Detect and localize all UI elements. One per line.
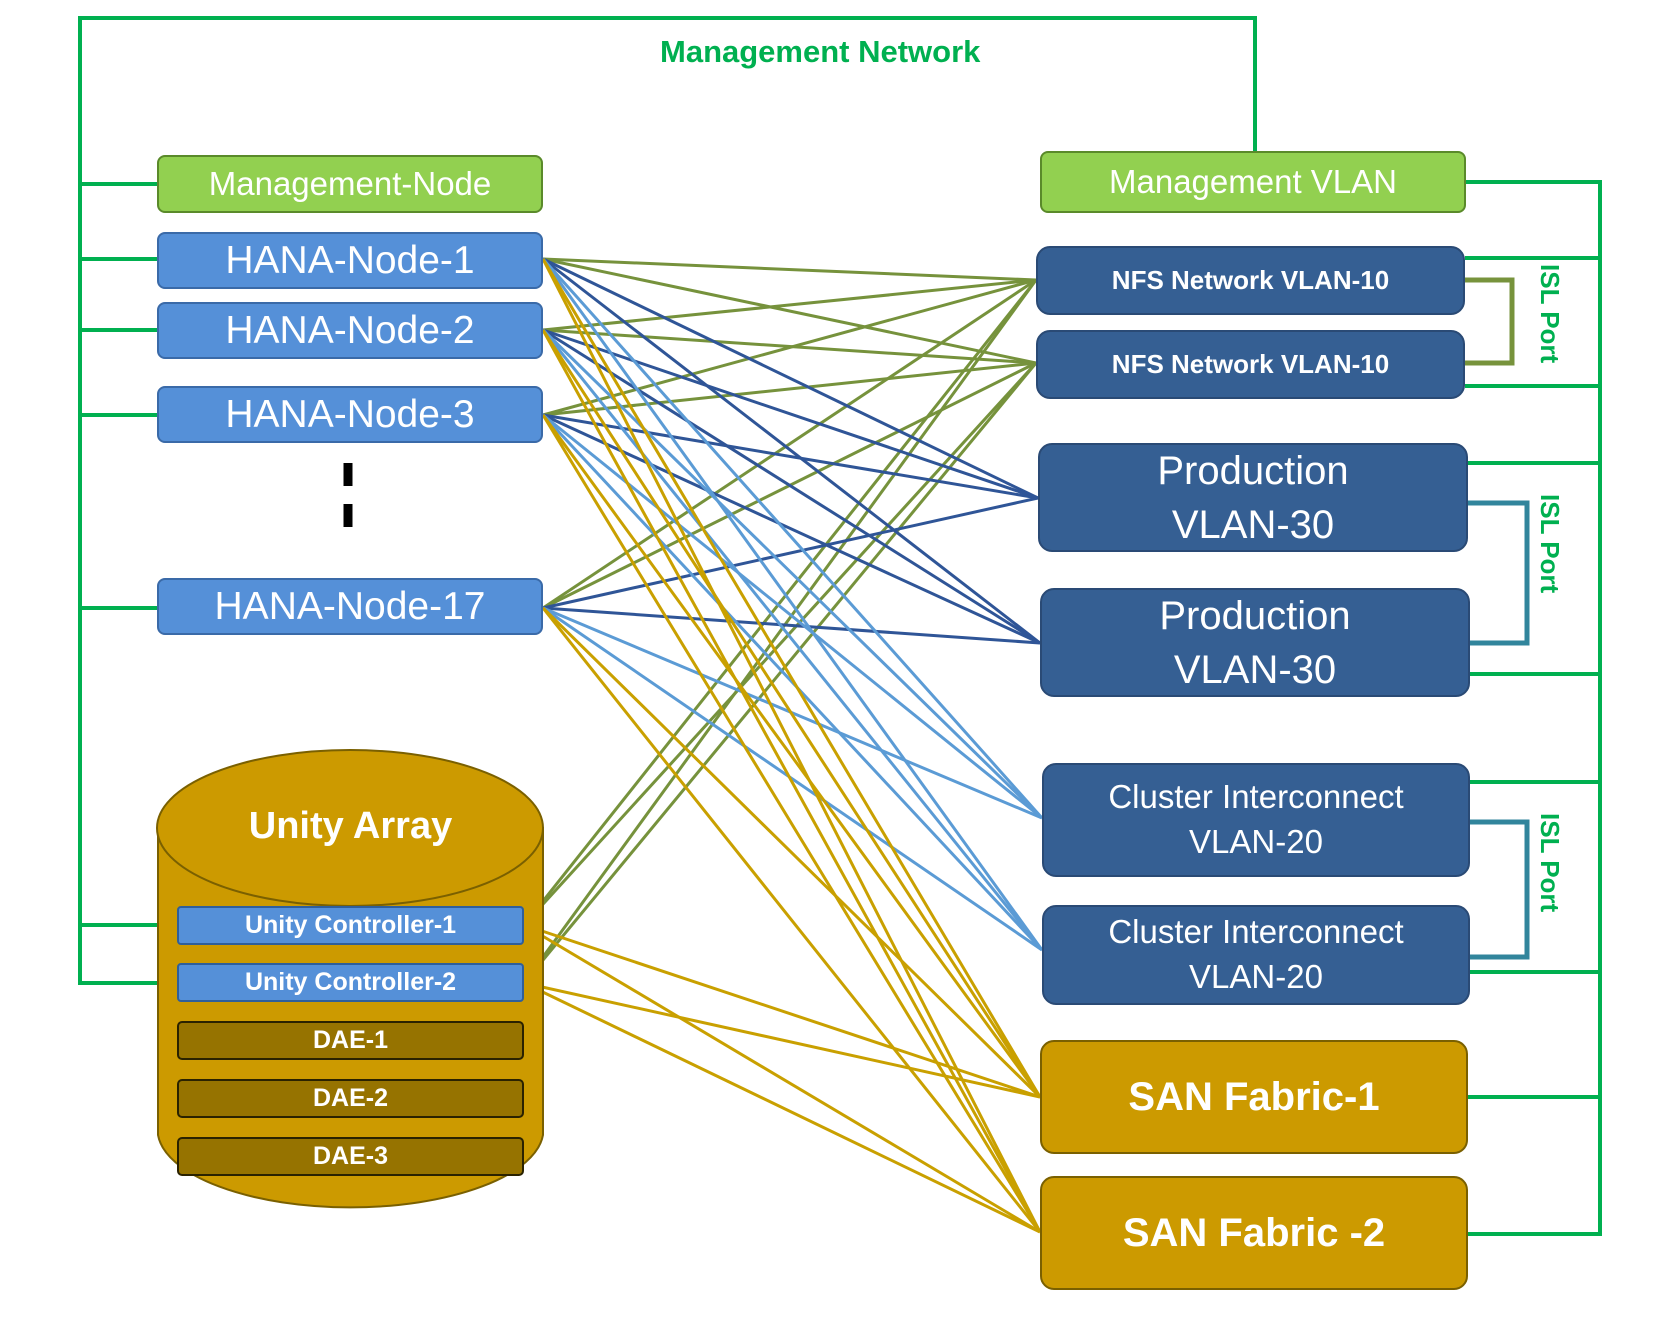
cluster-link-n2-clu1 bbox=[541, 328, 1044, 820]
cluster-vlan-1-line2: VLAN-20 bbox=[1189, 823, 1323, 860]
production-vlan-2[interactable]: Production VLAN-30 bbox=[1040, 588, 1470, 697]
management-node[interactable]: Management-Node bbox=[157, 155, 543, 213]
cluster-link-n2-clu2 bbox=[541, 329, 1044, 951]
production-link-n3-prod1 bbox=[542, 413, 1039, 500]
isl-port-label-cluster: ISL Port bbox=[1535, 813, 1565, 913]
management-trunk-left bbox=[78, 16, 1257, 985]
hana-node-17[interactable]: HANA-Node-17 bbox=[157, 578, 543, 635]
isl-cluster bbox=[1470, 819, 1530, 960]
san-link-n1-san2 bbox=[541, 258, 1042, 1233]
production-vlan-1-line1: Production bbox=[1157, 448, 1349, 493]
nfs-link-n2-nfs1 bbox=[542, 278, 1037, 332]
unity-controller-1[interactable]: Unity Controller-1 bbox=[177, 906, 524, 945]
production-vlan-2-line2: VLAN-30 bbox=[1173, 647, 1337, 692]
nfs-vlan-1[interactable]: NFS Network VLAN-10 bbox=[1036, 246, 1465, 315]
cluster-vlan-1[interactable]: Cluster Interconnect VLAN-20 bbox=[1042, 763, 1470, 877]
san-link-n1-san1 bbox=[541, 258, 1042, 1098]
production-vlan-1[interactable]: Production VLAN-30 bbox=[1038, 443, 1468, 552]
san-link-c1-san2 bbox=[523, 923, 1041, 1234]
isl-production bbox=[1468, 500, 1530, 646]
nfs-link-n17-nfs1 bbox=[542, 278, 1037, 610]
nfs-link-n3-nfs2 bbox=[542, 361, 1037, 417]
production-link-n17-prod1 bbox=[542, 496, 1039, 610]
dae-3[interactable]: DAE-3 bbox=[177, 1137, 524, 1176]
san-link-n2-san2 bbox=[541, 329, 1042, 1233]
san-link-c2-san2 bbox=[523, 981, 1041, 1234]
isl-port-label-nfs: ISL Port bbox=[1535, 264, 1565, 364]
hana-node-3[interactable]: HANA-Node-3 bbox=[157, 386, 543, 443]
production-link-n3-prod2 bbox=[542, 413, 1041, 645]
dae-1[interactable]: DAE-1 bbox=[177, 1021, 524, 1060]
nfs-link-c1-nfs1 bbox=[522, 279, 1038, 926]
cluster-vlan-2[interactable]: Cluster Interconnect VLAN-20 bbox=[1042, 905, 1470, 1005]
production-vlan-2-line1: Production bbox=[1159, 593, 1351, 638]
management-network-lines bbox=[78, 16, 1602, 1236]
fabric-links bbox=[522, 257, 1044, 1234]
isl-connectors bbox=[1465, 277, 1530, 960]
hana-node-1[interactable]: HANA-Node-1 bbox=[157, 232, 543, 289]
production-link-n17-prod2 bbox=[542, 606, 1041, 645]
unity-array-title: Unity Array bbox=[248, 805, 453, 847]
production-vlan-1-line2: VLAN-30 bbox=[1171, 502, 1335, 547]
cluster-link-n17-clu2 bbox=[542, 606, 1043, 952]
production-link-n2-prod1 bbox=[542, 328, 1039, 500]
nfs-link-n1-nfs1 bbox=[542, 257, 1037, 282]
san-link-n17-san2 bbox=[541, 607, 1042, 1233]
san-link-c2-san1 bbox=[523, 981, 1041, 1099]
cluster-link-n1-clu2 bbox=[541, 258, 1044, 951]
san-link-n3-san1 bbox=[541, 414, 1042, 1098]
production-link-n1-prod1 bbox=[542, 257, 1039, 500]
management-vlan[interactable]: Management VLAN bbox=[1040, 151, 1466, 213]
production-link-n1-prod2 bbox=[542, 257, 1041, 645]
cluster-vlan-1-line1: Cluster Interconnect bbox=[1108, 778, 1404, 816]
san-fabric-1[interactable]: SAN Fabric-1 bbox=[1040, 1040, 1468, 1154]
management-trunk-right bbox=[1466, 180, 1602, 1236]
san-link-n2-san1 bbox=[541, 329, 1042, 1098]
isl-nfs bbox=[1465, 277, 1515, 366]
nfs-link-n3-nfs1 bbox=[542, 278, 1037, 417]
isl-port-label-production: ISL Port bbox=[1535, 494, 1565, 594]
production-link-n2-prod2 bbox=[542, 328, 1041, 645]
nfs-vlan-2[interactable]: NFS Network VLAN-10 bbox=[1036, 330, 1465, 399]
nfs-link-c2-nfs2 bbox=[522, 362, 1038, 984]
san-link-c1-san1 bbox=[523, 923, 1041, 1099]
san-link-n17-san1 bbox=[541, 606, 1042, 1099]
hana-node-2[interactable]: HANA-Node-2 bbox=[157, 302, 543, 359]
cluster-vlan-2-line1: Cluster Interconnect bbox=[1108, 913, 1404, 951]
management-network-label: Management Network bbox=[660, 34, 981, 69]
san-fabric-2[interactable]: SAN Fabric -2 bbox=[1040, 1176, 1468, 1290]
unity-controller-2[interactable]: Unity Controller-2 bbox=[177, 963, 524, 1002]
nfs-link-c2-nfs1 bbox=[522, 279, 1038, 984]
cluster-link-n1-clu1 bbox=[541, 258, 1044, 819]
cluster-vlan-2-line2: VLAN-20 bbox=[1189, 958, 1323, 995]
san-link-n3-san2 bbox=[541, 414, 1042, 1233]
nfs-link-n1-nfs2 bbox=[542, 257, 1037, 365]
dae-2[interactable]: DAE-2 bbox=[177, 1079, 524, 1118]
